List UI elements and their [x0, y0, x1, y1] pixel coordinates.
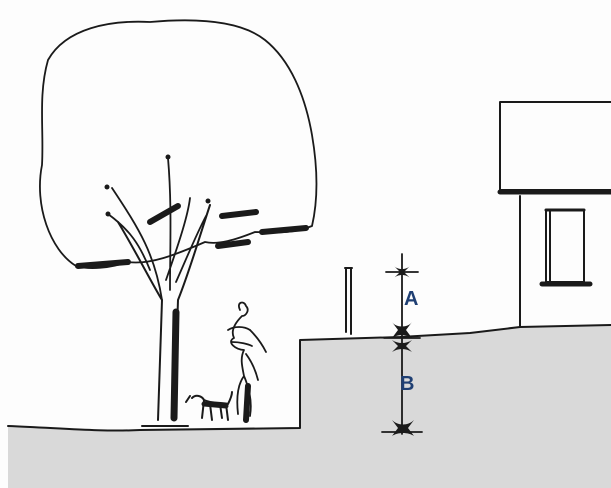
tree-foliage-strokes [78, 206, 306, 266]
branch-bud-4 [206, 199, 211, 204]
ground-fill [8, 325, 611, 488]
dimension-label-a: A [404, 288, 418, 310]
post-icon [345, 268, 352, 334]
dimension-label-b: B [400, 373, 414, 395]
tree-trunk-shadow [174, 312, 176, 418]
dog-icon [186, 392, 232, 420]
house-window [546, 210, 584, 282]
tree-icon [40, 20, 317, 426]
branch-bud-1 [166, 155, 171, 160]
house-upper-volume [500, 102, 611, 190]
branch-bud-2 [105, 185, 110, 190]
person-icon [228, 303, 266, 420]
branch-bud-3 [106, 212, 111, 217]
house-icon [500, 102, 611, 326]
ground [8, 325, 611, 488]
